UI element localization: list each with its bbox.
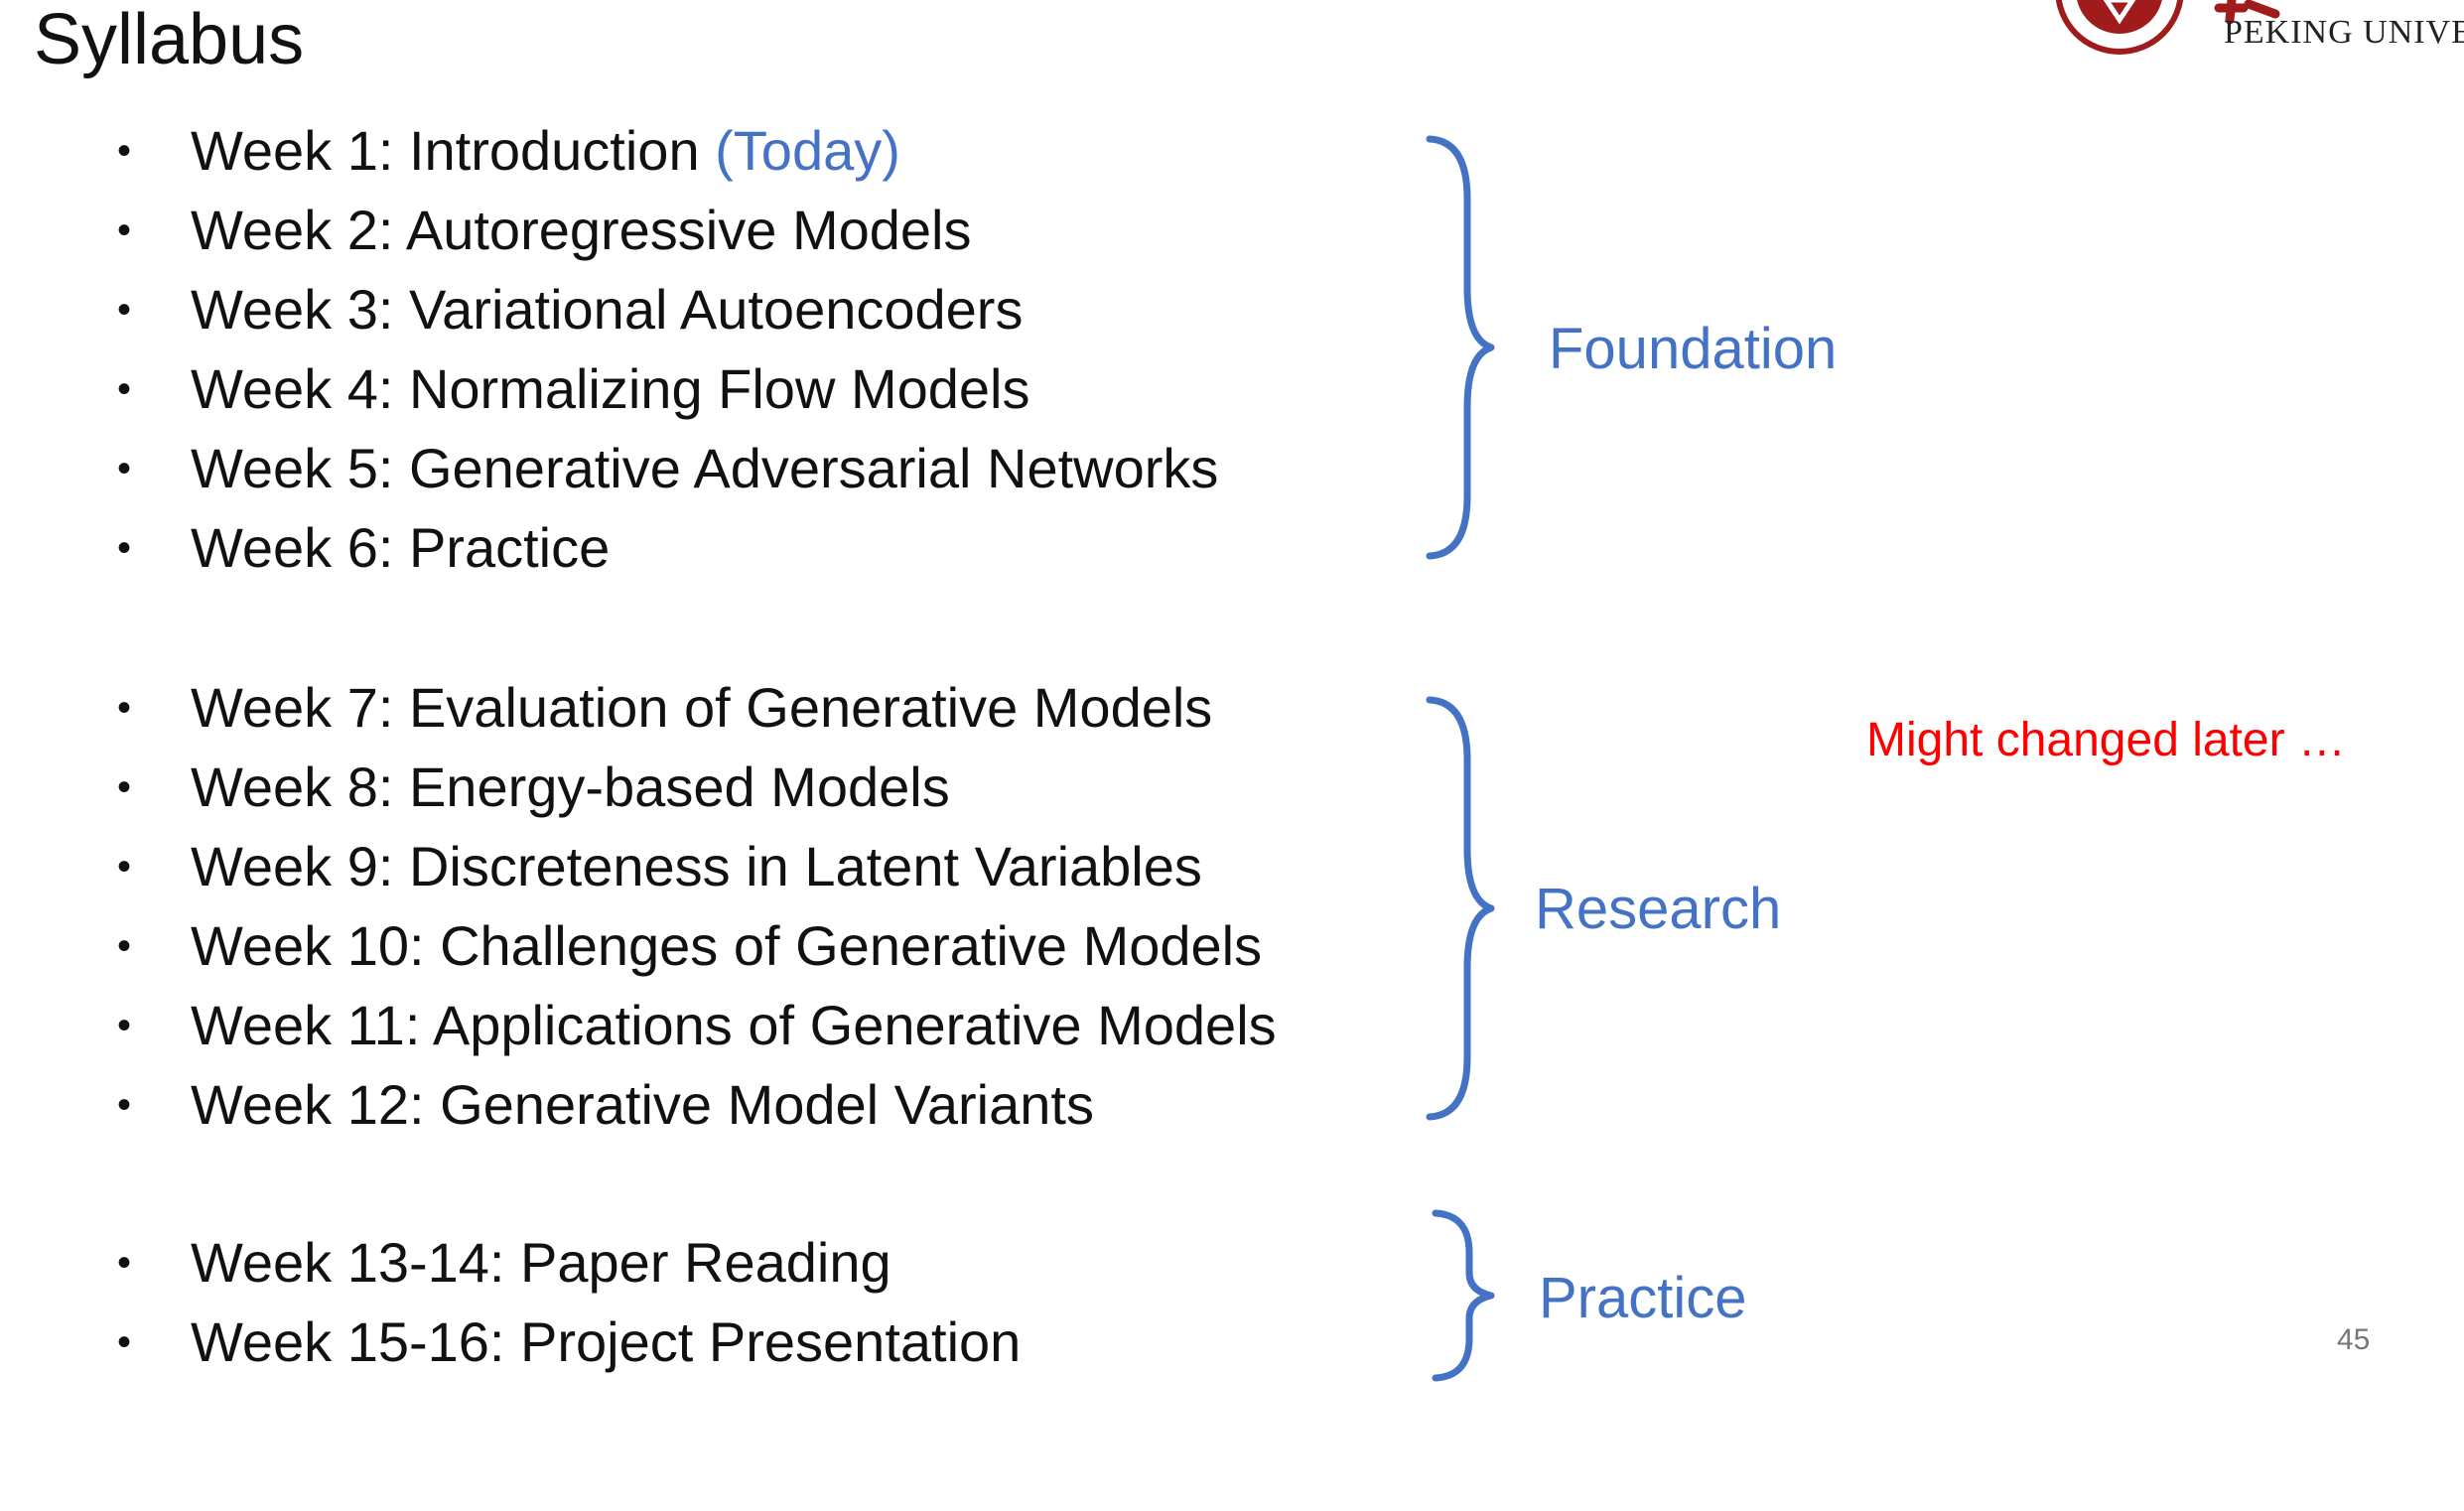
list-item: •Week 10: Challenges of Generative Model…: [109, 906, 1277, 986]
bullet-icon: •: [117, 1320, 132, 1364]
list-item: •Week 11: Applications of Generative Mod…: [109, 986, 1277, 1065]
syllabus-group-foundation: •Week 1: Introduction (Today) •Week 2: A…: [109, 111, 1218, 588]
bullet-icon: •: [117, 288, 132, 332]
bullet-icon: •: [117, 845, 132, 889]
group-label-foundation: Foundation: [1549, 317, 1838, 381]
list-item: •Week 8: Energy-based Models: [109, 748, 1277, 827]
page-number: 45: [2337, 1323, 2371, 1356]
bullet-icon: •: [117, 208, 132, 252]
bullet-icon: •: [117, 765, 132, 809]
bullet-icon: •: [117, 129, 132, 173]
list-item: •Week 1: Introduction (Today): [109, 111, 1218, 191]
list-item: •Week 9: Discreteness in Latent Variable…: [109, 827, 1277, 906]
group-label-practice: Practice: [1539, 1266, 1747, 1330]
seal-icon: [2055, 0, 2184, 55]
list-item: •Week 15-16: Project Presentation: [109, 1303, 1021, 1382]
bullet-icon: •: [117, 526, 132, 570]
slide-title: Syllabus: [34, 0, 305, 79]
change-note: Might changed later …: [1866, 714, 2346, 766]
list-item: •Week 7: Evaluation of Generative Models: [109, 668, 1277, 748]
today-highlight: (Today): [715, 119, 900, 182]
bullet-icon: •: [117, 1241, 132, 1285]
bullet-icon: •: [117, 367, 132, 411]
brace-icon-practice: [1432, 1209, 1495, 1382]
list-item: •Week 2: Autoregressive Models: [109, 191, 1218, 270]
list-item: •Week 6: Practice: [109, 508, 1218, 588]
bullet-icon: •: [117, 1004, 132, 1047]
bullet-icon: •: [117, 447, 132, 490]
bullet-icon: •: [117, 924, 132, 968]
list-item: •Week 13-14: Paper Reading: [109, 1223, 1021, 1303]
list-item: •Week 12: Generative Model Variants: [109, 1065, 1277, 1145]
calligraphy-logo-mark: [2214, 0, 2280, 25]
university-name: PEKING UNIVE: [2224, 14, 2464, 51]
bullet-icon: •: [117, 1083, 132, 1127]
brace-icon-foundation: [1426, 135, 1495, 560]
list-item: •Week 3: Variational Autoencoders: [109, 270, 1218, 349]
bullet-icon: •: [117, 686, 132, 730]
syllabus-group-research: •Week 7: Evaluation of Generative Models…: [109, 668, 1277, 1145]
list-item: •Week 5: Generative Adversarial Networks: [109, 429, 1218, 508]
group-label-research: Research: [1535, 877, 1782, 941]
syllabus-group-practice: •Week 13-14: Paper Reading •Week 15-16: …: [109, 1223, 1021, 1382]
list-item: •Week 4: Normalizing Flow Models: [109, 349, 1218, 429]
university-logo: [2055, 0, 2280, 55]
brace-icon-research: [1426, 696, 1495, 1121]
